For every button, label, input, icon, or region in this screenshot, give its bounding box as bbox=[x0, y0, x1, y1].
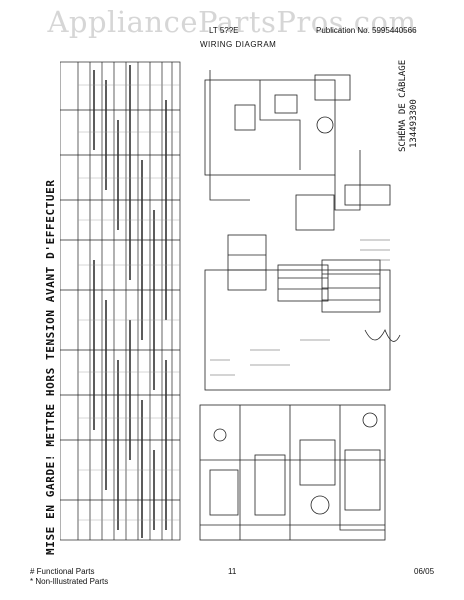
footer-note-functional: # Functional Parts bbox=[30, 567, 95, 576]
publication-header: Publication No. 5995440566 bbox=[316, 26, 417, 35]
footer-note-nonillustrated: * Non-Illustrated Parts bbox=[30, 577, 109, 586]
schema-label: SCHÉMA DE CÂBLAGE bbox=[398, 59, 408, 152]
schematic bbox=[199, 70, 401, 541]
watermark: AppliancePartsPros.com bbox=[47, 5, 417, 39]
timer-chart bbox=[60, 61, 181, 541]
wiring-diagram bbox=[60, 61, 401, 541]
footer-date: 06/05 bbox=[414, 567, 435, 576]
warning-text-fr: MISE EN GARDE! METTRE HORS TENSION AVANT… bbox=[44, 179, 57, 555]
schema-partno: 134493300 bbox=[409, 99, 419, 148]
page-title: WIRING DIAGRAM bbox=[200, 40, 277, 49]
model-header: LT 5??E bbox=[209, 26, 239, 35]
page-number: 11 bbox=[228, 567, 237, 576]
